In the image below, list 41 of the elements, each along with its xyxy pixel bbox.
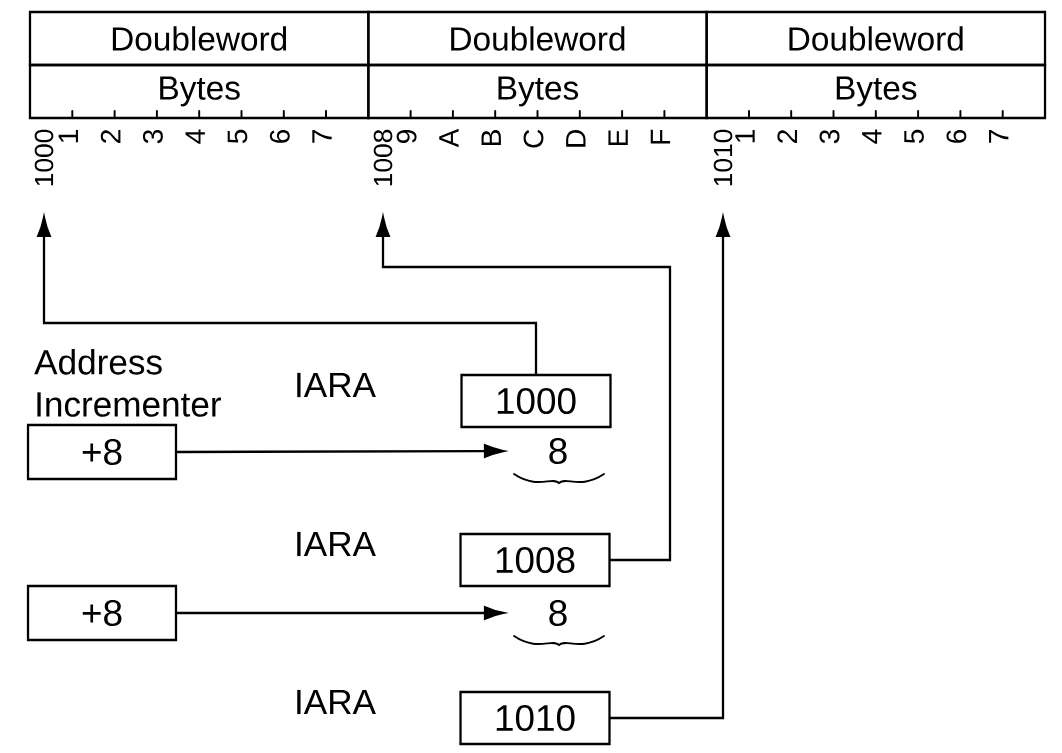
byte-address: 6 [269, 129, 290, 143]
table-cell: Doubleword [705, 10, 1047, 67]
byte-address: 5 [904, 129, 924, 144]
address-label: 1000 [34, 129, 54, 186]
address-label: 1010 [713, 129, 733, 186]
byte-address: 1 [58, 130, 78, 143]
table-cell: Doubleword [28, 10, 370, 67]
braced-value: 8 [513, 437, 605, 484]
table-cell: Bytes [28, 63, 370, 120]
byte-address: 4 [862, 129, 882, 144]
byte-address: F [650, 129, 671, 144]
register-box: 1000 [460, 373, 612, 429]
byte-address: E [608, 129, 628, 146]
byte-address: 7 [312, 130, 332, 143]
incrementer-box: +8 [26, 584, 178, 642]
byte-address: 9 [396, 130, 417, 143]
register-label: IARA [297, 531, 376, 557]
register-label: IARA [297, 372, 376, 398]
byte-address: 2 [777, 130, 797, 143]
braced-value: 8 [513, 599, 605, 646]
table-cell: Bytes [367, 63, 708, 120]
byte-address: A [439, 128, 459, 148]
table-cell: Bytes [705, 63, 1047, 120]
incrementer-box: +8 Address Incrementer [26, 348, 221, 481]
byte-address: D [566, 130, 586, 147]
register-label: IARA [297, 689, 376, 715]
byte-address: 4 [185, 129, 205, 144]
byte-address: B [481, 130, 501, 146]
register-box: 1008 [459, 532, 611, 588]
register-box: 1010 [459, 690, 611, 746]
byte-address: 3 [142, 129, 163, 144]
byte-address: 3 [819, 129, 840, 144]
table-cell: Doubleword [367, 10, 708, 67]
address-label: 1008 [373, 129, 393, 186]
node-label: Address Incrementer [34, 348, 222, 417]
byte-address: 1 [735, 130, 755, 143]
byte-address: C [523, 129, 544, 148]
byte-address: 5 [227, 129, 248, 144]
byte-address: 7 [989, 130, 1009, 143]
byte-address: 2 [100, 130, 121, 143]
byte-address: 6 [946, 129, 967, 143]
